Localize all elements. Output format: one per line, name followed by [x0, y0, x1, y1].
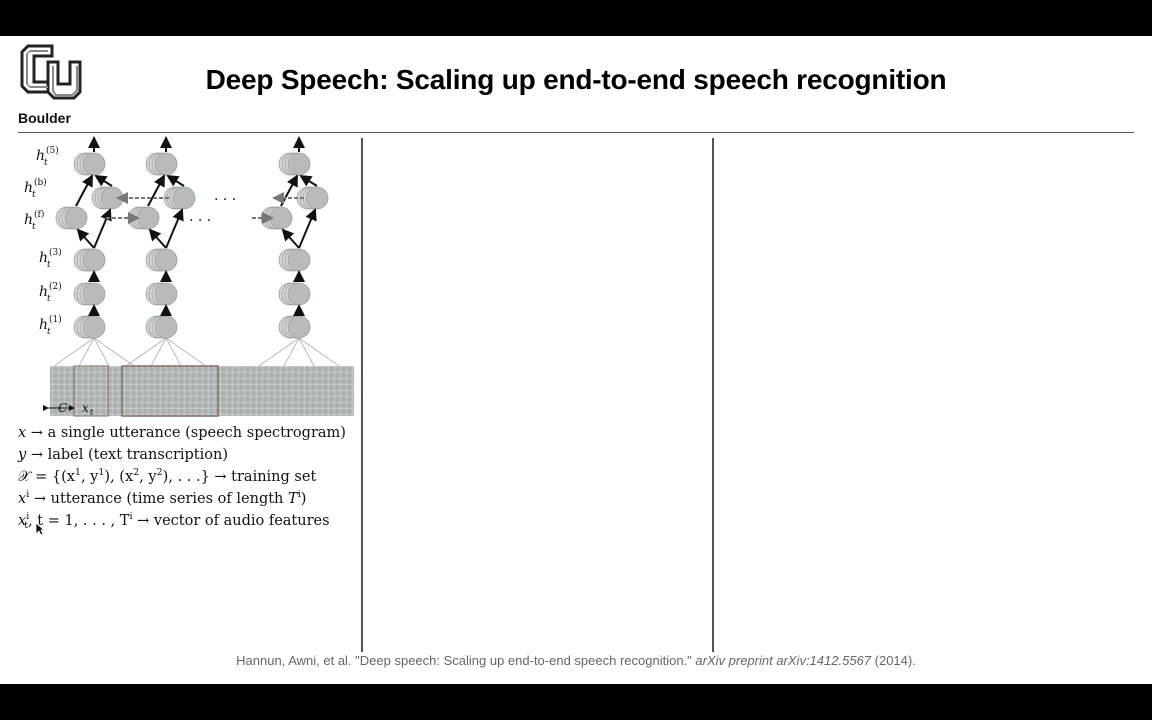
- label-h5-sup: (5): [46, 145, 59, 156]
- fan-line-col2-2: [298, 337, 315, 367]
- edge-hb-h5-col1: [166, 174, 185, 187]
- label-hb-sub: t: [32, 190, 36, 200]
- frame-label-sub: t: [90, 408, 94, 417]
- cu-logo-icon: [20, 44, 82, 100]
- label-h3: h: [39, 250, 48, 266]
- node-h5-col0: [73, 152, 106, 176]
- label-hf: h: [24, 212, 33, 228]
- label-hf-sub: t: [32, 222, 36, 232]
- node-h3-col0: [73, 248, 106, 272]
- citation: Hannun, Awni, et al. "Deep speech: Scali…: [0, 653, 1152, 668]
- slide-title: Deep Speech: Scaling up end-to-end speec…: [205, 64, 947, 95]
- node-h1-col1: [145, 315, 178, 339]
- label-hb: h: [24, 180, 33, 196]
- label-h2: h: [39, 284, 48, 300]
- node-h5-col2: [278, 152, 311, 176]
- fan-line-col2-1: [283, 337, 300, 367]
- column-divider-1: [361, 138, 363, 652]
- definition-utterance: xi → utterance (time series of length Ti…: [18, 489, 307, 507]
- frame-label: x: [82, 401, 89, 415]
- edge-h3-hb-col1: [165, 208, 184, 249]
- definition-x: x → a single utterance (speech spectrogr…: [18, 425, 346, 441]
- label-h5-sub: t: [44, 158, 48, 168]
- rnn-architecture-diagram: h (5) t h (b) t h (f) t h (3) t h (2) t …: [24, 136, 354, 417]
- node-h1-col0: [73, 315, 106, 339]
- fan-line-col2-0: [258, 337, 300, 367]
- title-divider: [18, 132, 1134, 133]
- context-label: C: [58, 401, 67, 415]
- fan-line-col1-0: [125, 337, 167, 367]
- label-h5: h: [36, 148, 45, 164]
- context-window: [121, 365, 219, 417]
- spectrogram: C x t: [43, 365, 354, 417]
- node-h2-col2: [278, 282, 311, 306]
- definition-y: y → label (text transcription): [18, 447, 228, 463]
- layer-labels: h (5) t h (b) t h (f) t h (3) t h (2) t …: [24, 145, 62, 337]
- label-hf-sup: (f): [34, 209, 44, 220]
- node-hf-col0: [55, 206, 88, 230]
- slide: Boulder Deep Speech: Scaling up end-to-e…: [0, 36, 1152, 684]
- edge-hb-h5-col0: [94, 174, 113, 187]
- column-divider-2: [712, 138, 714, 652]
- fan-line-col0-3: [93, 337, 135, 367]
- node-h3-col2: [278, 248, 311, 272]
- label-h2-sup: (2): [49, 281, 62, 292]
- label-h1-sup: (1): [49, 314, 62, 325]
- label-hb-sup: (b): [34, 177, 47, 188]
- definition-audio-features: xit, t = 1, . . . , Ti → vector of audio…: [18, 511, 330, 531]
- node-h5-col1: [145, 152, 178, 176]
- fan-line-col1-2: [165, 337, 182, 367]
- citation-venue: arXiv preprint arXiv:1412.5567: [695, 653, 872, 668]
- edge-hf-h5-col1: [147, 174, 165, 207]
- node-h2-col1: [145, 282, 178, 306]
- node-h2-col0: [73, 282, 106, 306]
- label-h2-sub: t: [47, 294, 51, 304]
- fan-line-col0-1: [78, 337, 95, 367]
- label-h1: h: [39, 317, 48, 333]
- citation-authors: Hannun, Awni, et al. "Deep speech: Scali…: [236, 653, 692, 668]
- edge-hf-h5-col0: [75, 174, 93, 207]
- citation-year: (2014).: [874, 653, 916, 668]
- edge-h3-hb-col0: [93, 208, 112, 249]
- connection-arrows: [75, 136, 318, 316]
- edge-hf-h5-col2: [280, 174, 298, 207]
- edge-h3-hf-col1: [148, 228, 167, 249]
- edge-h3-hb-col2: [298, 208, 317, 249]
- fan-line-col1-1: [150, 337, 167, 367]
- fan-line-col0-2: [93, 337, 110, 367]
- label-h1-sub: t: [47, 327, 51, 337]
- mouse-cursor-icon: [35, 522, 45, 536]
- frame-window: [73, 365, 109, 417]
- ellipsis-lower: . . .: [189, 209, 211, 225]
- label-h3-sub: t: [47, 260, 51, 270]
- logo-wordmark: Boulder: [18, 110, 71, 126]
- edge-h3-hf-col0: [76, 228, 95, 249]
- input-fan-lines: [53, 337, 340, 367]
- edge-hb-h5-col2: [299, 174, 318, 187]
- node-h1-col2: [278, 315, 311, 339]
- node-hb-col1: [163, 186, 196, 210]
- spectrogram-strip: [50, 366, 354, 416]
- notation-definitions: x → a single utterance (speech spectrogr…: [18, 422, 363, 532]
- ellipsis-upper: . . .: [214, 188, 236, 204]
- cu-boulder-logo: Boulder: [18, 42, 88, 126]
- definition-training-set: 𝒳 = {(x1, y1), (x2, y2), . . .} → traini…: [18, 467, 317, 485]
- fan-line-col2-3: [298, 337, 340, 367]
- fan-line-col1-3: [165, 337, 207, 367]
- neuron-nodes: [55, 152, 329, 339]
- edge-h3-hf-col2: [281, 228, 300, 249]
- fan-line-col0-0: [53, 337, 95, 367]
- label-h3-sup: (3): [49, 247, 62, 258]
- node-h3-col1: [145, 248, 178, 272]
